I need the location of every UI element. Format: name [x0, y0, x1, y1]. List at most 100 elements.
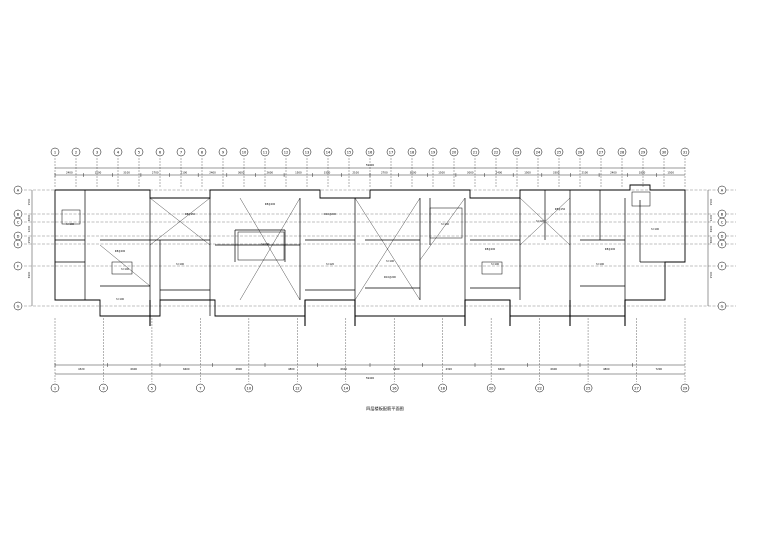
axis-label-top: 18	[410, 150, 415, 154]
dim-label-top: 2400	[209, 171, 216, 175]
axis-bubble-top	[260, 147, 270, 157]
axis-label-top: 22	[494, 150, 499, 154]
dim-label-top: 2700	[152, 171, 159, 175]
axis-bubble-top	[365, 147, 375, 157]
stair-box	[237, 231, 285, 261]
dim-label-bottom: 6600	[393, 367, 400, 371]
dim-label-top: 2400	[66, 171, 73, 175]
dim-label-bottom-overall: 59400	[366, 376, 375, 380]
dim-label-left: 3900	[27, 271, 31, 278]
dim-label-top: 1500	[524, 171, 531, 175]
dim-label-bottom: 4800	[235, 367, 242, 371]
axis-bubble-top	[449, 147, 459, 157]
axis-bubble-top	[491, 147, 501, 157]
slab-thickness-label: h=100	[491, 263, 500, 266]
dim-label-right: 3900	[709, 225, 713, 232]
axis-bubble-bottom	[244, 383, 254, 393]
axis-label-right: G	[721, 304, 724, 308]
axis-label-bottom: 10	[247, 386, 252, 390]
axis-label-top: 25	[557, 150, 562, 154]
dim-label-bottom: 6600	[550, 367, 557, 371]
dim-label-bottom: 7200	[655, 367, 662, 371]
slab-span-line	[419, 197, 466, 261]
axis-bubble-top	[638, 147, 648, 157]
rebar-label: Φ8@200	[115, 250, 126, 253]
slab-thickness-label: h=120	[326, 263, 335, 266]
axis-bubble-bottom	[341, 383, 351, 393]
axis-bubble-bottom	[535, 383, 544, 393]
axis-label-top: 30	[662, 150, 667, 154]
dim-label-bottom: 4320	[78, 367, 85, 371]
slab-thickness-label: h=100	[651, 228, 660, 231]
axis-bubble-bottom	[583, 383, 593, 393]
axis-label-top: 17	[389, 150, 394, 154]
axis-bubble-right	[717, 239, 727, 249]
axis-label-bottom: 29	[683, 386, 688, 390]
axis-label-top: 1	[54, 150, 56, 154]
drawing-title: 四层楼板配筋平面图	[366, 405, 404, 412]
axis-label-top: 3	[96, 150, 98, 154]
axis-label-top: 6	[159, 150, 162, 154]
axis-bubble-top	[512, 147, 522, 157]
axis-bubble-bottom	[438, 383, 447, 393]
dim-label-right: 1500	[709, 198, 713, 205]
axis-label-top: 19	[431, 150, 436, 154]
dim-label-top: 1500	[438, 171, 445, 175]
axis-bubble-top	[554, 147, 564, 157]
dim-label-top: 2100	[181, 171, 188, 175]
rebar-label: Φ10@200	[384, 276, 396, 279]
axis-label-top: 26	[578, 150, 583, 154]
dim-label-right: 1500	[709, 271, 713, 278]
dim-label-bottom: 6600	[340, 367, 347, 371]
axis-label-top: 23	[515, 150, 520, 154]
dim-label-top-overall: 59400	[366, 163, 375, 167]
axis-label-right: D	[721, 234, 724, 238]
axis-label-right: C	[721, 220, 724, 224]
outer-wall	[54, 184, 686, 317]
axis-label-top: 2	[75, 150, 77, 154]
axis-label-bottom: 25	[586, 386, 591, 390]
dim-label-bottom: 6600	[183, 367, 190, 371]
axis-bubble-left	[13, 301, 23, 311]
dim-label-top: 2100	[581, 171, 588, 175]
dim-label-right: 1200	[709, 214, 713, 221]
axis-bubble-right	[717, 301, 727, 311]
slab-thickness-label: h=100	[121, 268, 130, 271]
axis-label-top: 10	[242, 150, 247, 154]
plan-frame	[54, 184, 686, 326]
axis-label-bottom: 14	[343, 386, 348, 390]
axis-bubble-top	[323, 147, 333, 157]
dim-label-top: 2600	[266, 171, 273, 175]
axis-label-bottom: 1	[54, 386, 56, 390]
axis-label-top: 12	[284, 150, 289, 154]
axis-label-top: 29	[641, 150, 646, 154]
axis-bubble-bottom	[50, 383, 60, 393]
axis-label-top: 7	[180, 150, 182, 154]
axis-bubble-bottom	[486, 383, 496, 393]
dim-label-left: 1500	[27, 198, 31, 205]
stair-box	[429, 207, 463, 239]
rebar-label: Φ8@200	[485, 248, 496, 251]
axis-label-top: 15	[347, 150, 352, 154]
axis-bubble-top	[386, 147, 396, 157]
axis-label-left: C	[17, 220, 20, 224]
rebar-label: Φ8@150	[185, 213, 196, 216]
axis-label-bottom: 18	[440, 386, 445, 390]
axis-bubble-top	[533, 147, 543, 157]
axis-bubble-left	[13, 185, 23, 195]
axis-bubble-top	[155, 147, 165, 157]
axis-label-left: E	[17, 242, 20, 246]
axis-label-left: A	[17, 188, 20, 192]
axis-label-top: 14	[326, 150, 331, 154]
dim-label-top: 1500	[667, 171, 674, 175]
axis-bubble-top	[617, 147, 627, 157]
axis-bubble-left	[13, 239, 23, 249]
dim-label-bottom: 4320	[445, 367, 452, 371]
axis-label-top: 28	[620, 150, 625, 154]
axis-label-top: 16	[368, 150, 373, 154]
slab-span-line	[149, 197, 211, 246]
rebar-label: Φ8@150	[555, 208, 566, 211]
dim-label-top: 2700	[381, 171, 388, 175]
slab-thickness-label: h=100	[261, 243, 270, 246]
